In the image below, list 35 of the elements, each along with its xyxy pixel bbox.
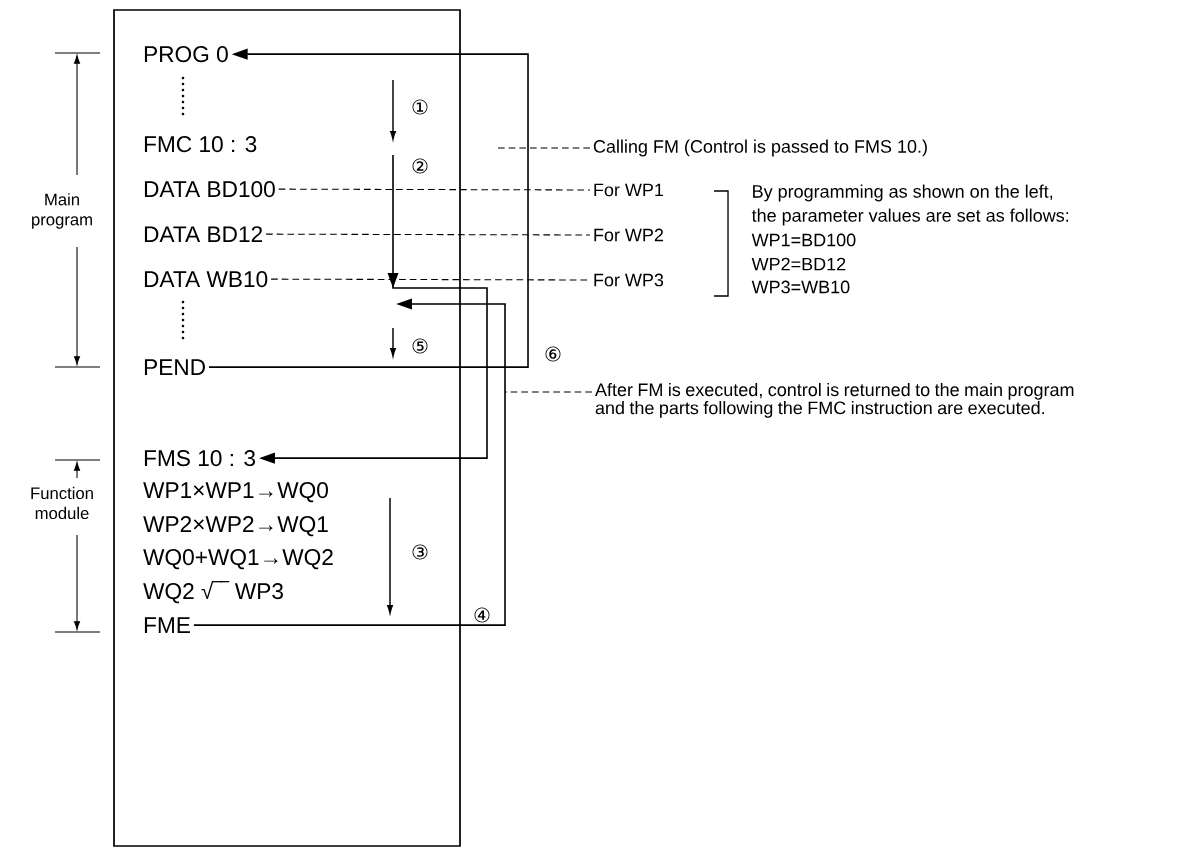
- code-line: DATA BD100: [144, 181, 275, 198]
- code-line: WQ0+WQ1→WQ2: [143, 549, 333, 570]
- note-text: After FM is executed, control is returned to the main program and the parts following the FMC instruction are executed.: [595, 382, 1074, 418]
- code-line: FMC 10 : 3: [144, 136, 257, 153]
- dimension-label: Function module: [31, 486, 93, 520]
- note-text: the parameter values are set as follows:: [751, 208, 1069, 226]
- dimension-label: Main program: [32, 193, 92, 229]
- connector-arrow: [208, 48, 529, 368]
- code-line: WP1×WP1→WQ0: [143, 482, 328, 503]
- note-text: Calling FM (Control is passed to FMS 10.): [593, 139, 927, 157]
- code-line: DATA BD12: [144, 226, 262, 243]
- note-text: By programming as shown on the left,: [753, 184, 1053, 202]
- step-number: ⑥: [545, 346, 561, 362]
- step-number: ④: [474, 607, 490, 623]
- connector-arrow: [193, 298, 506, 626]
- note-text: For WP1: [594, 183, 664, 197]
- step-number: ①: [412, 99, 428, 115]
- leader-line: [265, 233, 591, 236]
- leader-line: [504, 391, 593, 393]
- code-line: WP2×WP2→WQ1: [143, 516, 328, 537]
- step-number: ⑤: [412, 338, 428, 354]
- step-number: ②: [412, 158, 428, 174]
- code-line: PEND: [144, 359, 205, 375]
- note-text: For WP2: [594, 228, 664, 242]
- code-line: FMS 10 : 3: [144, 450, 255, 467]
- code-line: PROG 0: [144, 46, 228, 63]
- program-listing-box: [113, 9, 461, 847]
- code-line: FME: [144, 617, 190, 633]
- note-text: For WP3: [594, 273, 664, 287]
- note-text: WP2=BD12: [751, 257, 846, 271]
- note-text: WP1=BD100: [751, 233, 856, 247]
- code-line: DATA WB10: [144, 271, 268, 288]
- code-line: WQ2 √‾‾ WP3: [143, 581, 283, 604]
- step-number: ③: [412, 544, 428, 560]
- note-text: WP3=WB10: [751, 280, 850, 294]
